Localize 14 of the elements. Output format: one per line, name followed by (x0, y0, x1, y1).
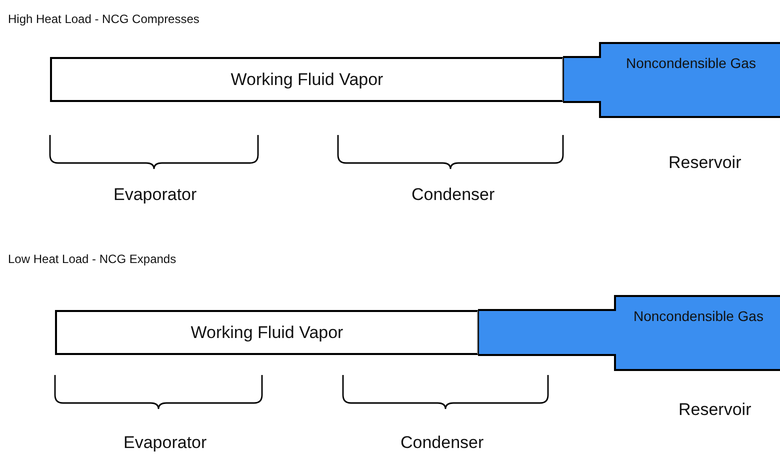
part-label: Condenser (412, 185, 495, 205)
section-text: Noncondensible Gas (625, 54, 757, 72)
section-text: Working Fluid Vapor (190, 322, 344, 342)
panel-heading: Low Heat Load - NCG Expands (8, 252, 176, 266)
part-label: Reservoir (668, 153, 742, 173)
panel-heading: High Heat Load - NCG Compresses (8, 12, 200, 26)
pipe-section (55, 310, 478, 355)
part-label: Evaporator (124, 433, 207, 453)
section-text: Noncondensible Gas (632, 307, 764, 325)
pipe-section (50, 57, 563, 102)
section-text: Working Fluid Vapor (230, 70, 384, 90)
part-label: Condenser (400, 433, 484, 453)
part-label: Reservoir (678, 400, 752, 420)
part-label: Evaporator (114, 185, 197, 205)
